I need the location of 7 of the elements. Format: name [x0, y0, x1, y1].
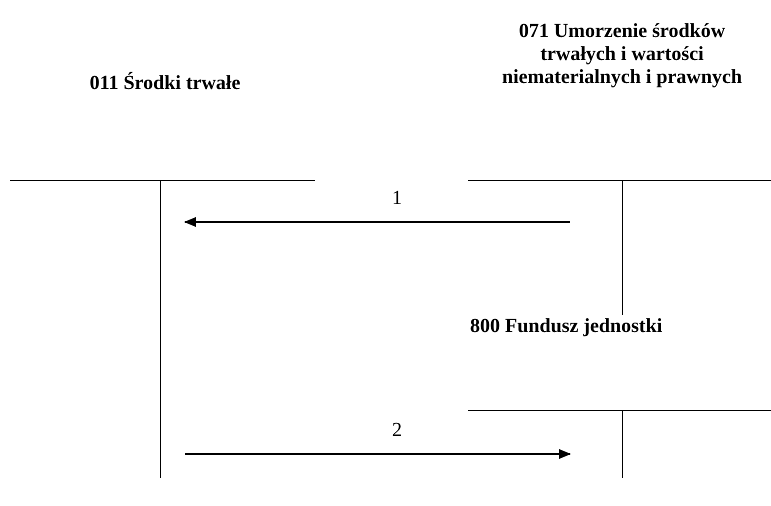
arrow: [185, 449, 571, 459]
account-title: 800 Fundusz jednostki: [470, 315, 664, 338]
t-account: [468, 315, 771, 478]
account-title: 011 Środki trwałe: [88, 72, 242, 95]
account-title: 071 Umorzenie środków trwałych i wartości niematerialnych i prawnych: [501, 20, 743, 89]
t-account: [468, 20, 771, 315]
arrow: [184, 217, 570, 227]
